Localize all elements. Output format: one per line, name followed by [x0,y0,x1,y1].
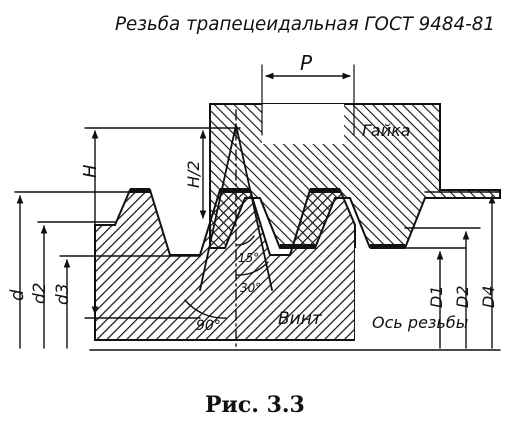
axis-label: Ось резьбы [372,313,468,332]
nut-label: Гайка [362,121,411,140]
axis-zone [355,248,505,348]
crest-bar [220,188,250,193]
nut-label-window [262,104,344,144]
angle-arc-15 [235,235,255,246]
height-label: H [80,164,101,178]
root-bar [280,244,315,249]
angle-arc-90 [184,299,227,319]
pitch-label: P [300,51,313,75]
diagram-title: Резьба трапецеидальная ГОСТ 9484-81 [115,13,495,35]
root-bar [370,244,405,249]
angle-arc-30 [235,261,269,276]
d2-label: d2 [30,282,50,304]
crest-bar [310,188,340,193]
crest-bar [130,188,150,193]
D4-label: D4 [479,286,498,309]
figure-caption: Рис. 3.3 [205,392,305,418]
screw-label: Винт [278,309,323,329]
angle-30-label: 30° [240,281,261,295]
d-label: d [7,289,28,301]
angle-90-label: 90° [196,318,221,334]
angle-15-label: 15° [238,251,259,265]
profile-triangle [199,124,273,291]
D2-label: D2 [453,286,472,309]
d3-label: d3 [53,283,73,305]
D1-label: D1 [427,286,446,309]
half-height-label: H/2 [184,160,203,188]
